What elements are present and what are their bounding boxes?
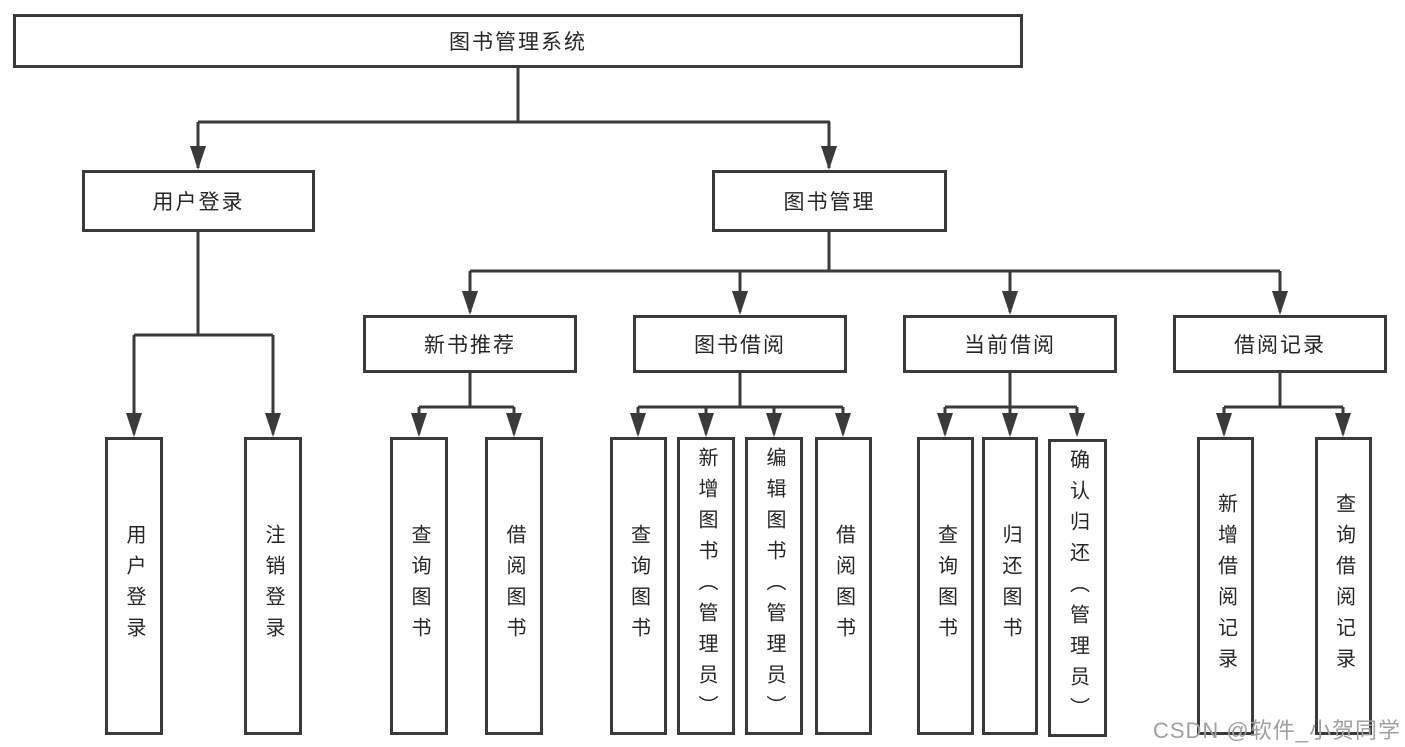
connector-book-mgmt-to-level3 bbox=[462, 232, 1288, 315]
node-user-login-branch: 用户登录 bbox=[82, 170, 315, 232]
node-library-management-system: 图书管理系统 bbox=[13, 14, 1023, 68]
connector-borrowing-to-leaves bbox=[630, 373, 851, 437]
node-query-books-newbooks: 查询图书 bbox=[390, 437, 448, 735]
connector-root-to-level2 bbox=[190, 68, 837, 170]
node-query-books-current: 查询图书 bbox=[917, 437, 974, 735]
node-current-borrowing: 当前借阅 bbox=[903, 315, 1117, 373]
node-query-borrow-record: 查询借阅记录 bbox=[1315, 437, 1372, 735]
node-return-books: 归还图书 bbox=[982, 437, 1038, 735]
csdn-watermark: CSDN @软件_小贺同学 bbox=[1152, 718, 1401, 743]
node-query-books-borrowing: 查询图书 bbox=[610, 437, 667, 735]
connector-user-login-to-leaves bbox=[126, 232, 281, 437]
connector-current-to-leaves bbox=[937, 373, 1085, 437]
connector-new-books-to-leaves bbox=[411, 373, 522, 437]
node-borrow-books-newbooks: 借阅图书 bbox=[485, 437, 543, 735]
node-borrowing-records: 借阅记录 bbox=[1173, 315, 1387, 373]
connector-records-to-leaves bbox=[1216, 373, 1351, 437]
node-new-book-recommendation: 新书推荐 bbox=[363, 315, 577, 373]
node-confirm-return-admin: 确认归还（管理员） bbox=[1048, 439, 1107, 737]
node-book-management: 图书管理 bbox=[712, 170, 947, 232]
node-logout-login: 注销登录 bbox=[244, 437, 302, 735]
node-edit-books-admin: 编辑图书（管理员） bbox=[745, 437, 803, 735]
node-add-books-admin: 新增图书（管理员） bbox=[677, 437, 735, 735]
node-book-borrowing: 图书借阅 bbox=[633, 315, 847, 373]
node-add-borrow-record: 新增借阅记录 bbox=[1197, 437, 1254, 735]
node-user-login-leaf: 用户登录 bbox=[105, 437, 163, 735]
node-borrow-books-borrowing: 借阅图书 bbox=[815, 437, 872, 735]
